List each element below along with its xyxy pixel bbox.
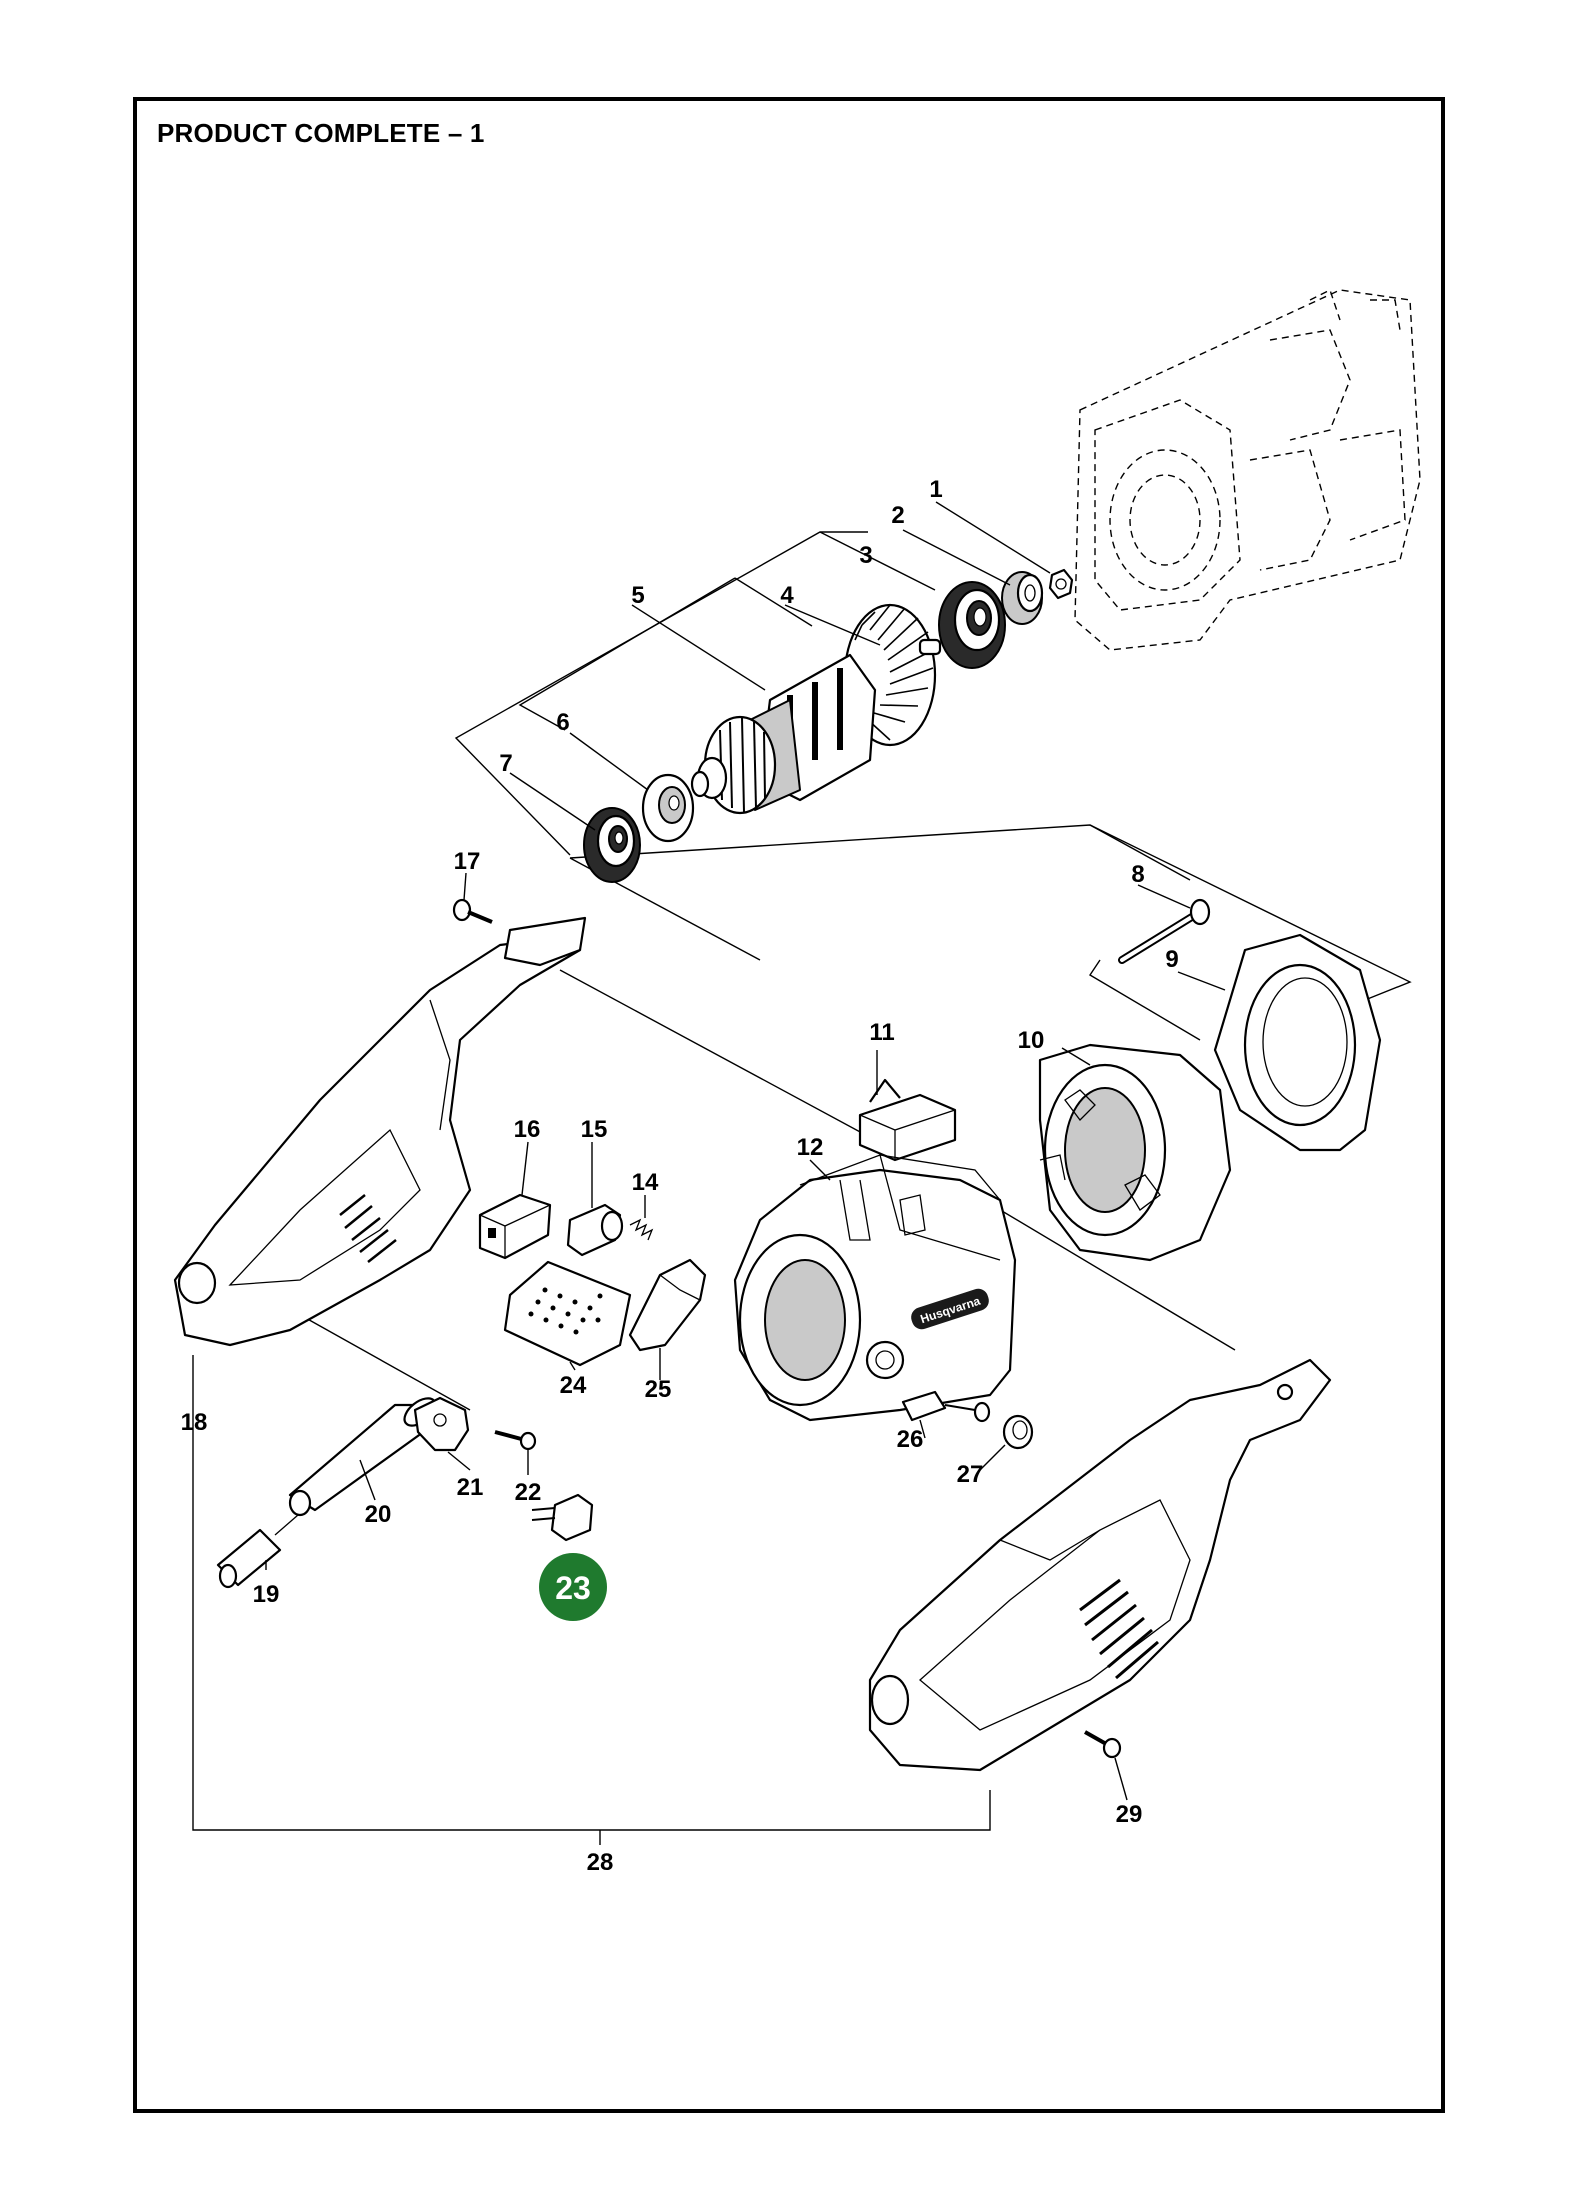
part-label-20: 20 <box>365 1501 392 1528</box>
part-15-capacitor <box>566 1203 624 1257</box>
part-label-24: 24 <box>560 1372 587 1399</box>
part-11-switch <box>858 1078 957 1162</box>
part-7-bearing <box>583 807 641 883</box>
part-label-9: 9 <box>1165 946 1178 973</box>
part-29-screw <box>1084 1730 1122 1759</box>
part-10-stator <box>1038 1043 1232 1262</box>
part-22-screw <box>494 1430 537 1451</box>
part-labels: 1 2 3 4 5 6 7 8 9 10 11 12 14 15 16 17 1… <box>181 476 1179 1876</box>
left-handle-half <box>173 916 587 1347</box>
part-17-screw <box>452 898 493 924</box>
part-label-29: 29 <box>1116 1801 1143 1828</box>
part-label-19: 19 <box>253 1581 280 1608</box>
part-label-25: 25 <box>645 1376 672 1403</box>
part-6-washer <box>641 773 695 843</box>
part-label-27: 27 <box>957 1461 984 1488</box>
part-label-23: 23 <box>555 1570 591 1606</box>
part-19-cord <box>216 1514 299 1589</box>
highlight-circle <box>539 1553 607 1621</box>
armature-group <box>583 568 1074 883</box>
leader-lines <box>265 501 1226 1801</box>
part-label-1: 1 <box>929 476 942 503</box>
part-3-bearing <box>938 581 1006 669</box>
part-label-5: 5 <box>631 582 644 609</box>
part-label-11: 11 <box>869 1019 894 1046</box>
part-9-cover-ring <box>1213 933 1382 1152</box>
part-label-3: 3 <box>859 542 872 569</box>
part-21-clamp <box>413 1396 470 1452</box>
part-25-trigger <box>628 1258 707 1352</box>
part-label-16: 16 <box>514 1116 541 1143</box>
part-label-12: 12 <box>797 1134 824 1161</box>
part-23-highlight[interactable]: 23 <box>539 1553 607 1621</box>
part-label-6: 6 <box>556 709 569 736</box>
part-26-brush <box>901 1390 991 1423</box>
part-8-screw <box>1118 898 1211 964</box>
part-label-21: 21 <box>457 1474 484 1501</box>
part-16-terminal-block <box>478 1193 552 1260</box>
part-label-2: 2 <box>891 502 904 529</box>
part-label-14: 14 <box>632 1169 659 1196</box>
right-handle-half <box>868 1358 1332 1772</box>
part-12-motor-housing: Husqvarna <box>733 1154 1017 1422</box>
part-label-8: 8 <box>1131 861 1144 888</box>
part-20-sleeve <box>288 1397 442 1517</box>
part-label-7: 7 <box>499 750 512 777</box>
part-label-17: 17 <box>454 848 481 875</box>
part-4-armature <box>690 603 942 815</box>
part-label-10: 10 <box>1018 1027 1045 1054</box>
part-1-nut <box>1048 568 1074 600</box>
part-label-15: 15 <box>581 1116 608 1143</box>
part-14-spring <box>629 1218 654 1241</box>
part-24-filter <box>503 1260 632 1367</box>
part-label-28: 28 <box>587 1849 614 1876</box>
part-label-18: 18 <box>181 1409 208 1436</box>
part-label-4: 4 <box>780 582 794 609</box>
part-label-22: 22 <box>515 1479 542 1506</box>
part-23-connector <box>531 1493 594 1542</box>
part-27-cap <box>1002 1414 1034 1450</box>
part-label-26: 26 <box>897 1426 924 1453</box>
gear-housing-drawing <box>1074 289 1421 651</box>
page-title: PRODUCT COMPLETE – 1 <box>157 118 485 148</box>
part-2-pinion <box>1001 571 1044 625</box>
